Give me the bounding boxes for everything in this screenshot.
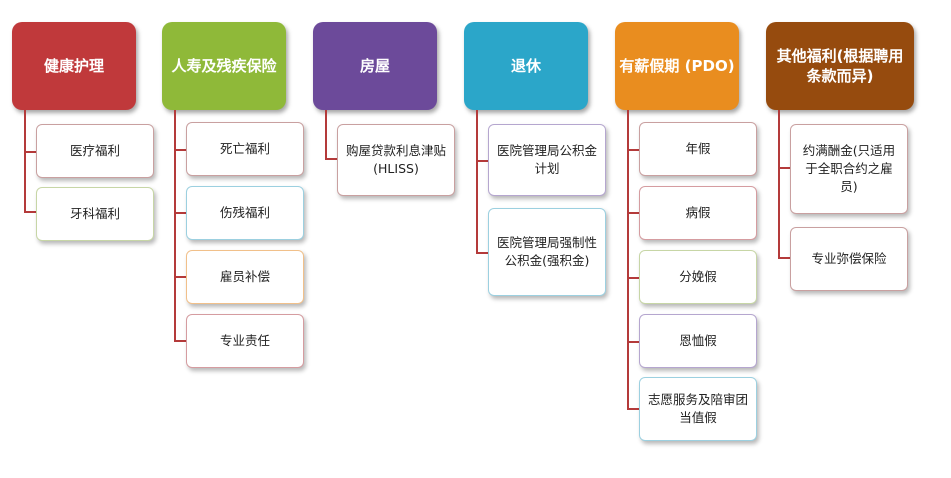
header-housing[interactable]: 房屋 (313, 22, 437, 110)
column-housing: 房屋 购屋贷款利息津贴 (HLISS) (313, 0, 463, 478)
item-ha-mpf-scheme[interactable]: 医院管理局强制性公积金(强积金) (488, 208, 606, 296)
header-label: 有薪假期 (PDO) (619, 57, 735, 75)
item-employee-compensation[interactable]: 雇员补偿 (186, 250, 304, 304)
item-death-benefits[interactable]: 死亡福利 (186, 122, 304, 176)
column-life-disability-insurance: 人寿及残疾保险 死亡福利 伤残福利 雇员补偿 专业责任 (162, 0, 312, 478)
connector-line (174, 110, 176, 342)
connector-branch (627, 277, 639, 279)
connector-branch (174, 212, 186, 214)
header-label: 其他福利(根据聘用条款而异) (776, 47, 904, 85)
item-professional-indemnity-insurance[interactable]: 专业弥偿保险 (790, 227, 908, 291)
item-dental-benefits[interactable]: 牙科福利 (36, 187, 154, 241)
connector-branch (24, 151, 36, 153)
connector-branch (627, 149, 639, 151)
connector-branch (778, 167, 790, 169)
header-label: 人寿及残疾保险 (171, 57, 277, 75)
connector-branch (174, 276, 186, 278)
item-maternity-leave[interactable]: 分娩假 (639, 250, 757, 304)
column-retirement: 退休 医院管理局公积金计划 医院管理局强制性公积金(强积金) (464, 0, 614, 478)
connector-branch (627, 341, 639, 343)
connector-line (778, 110, 780, 258)
column-paid-days-off: 有薪假期 (PDO) 年假 病假 分娩假 恩恤假 志愿服务及陪审团当值假 (615, 0, 765, 478)
header-paid-days-off[interactable]: 有薪假期 (PDO) (615, 22, 739, 110)
item-ha-provident-fund-scheme[interactable]: 医院管理局公积金计划 (488, 124, 606, 196)
connector-branch (174, 340, 186, 342)
connector-branch (476, 252, 488, 254)
item-volunteer-jury-leave[interactable]: 志愿服务及陪审团当值假 (639, 377, 757, 441)
item-home-loan-interest-subsidy[interactable]: 购屋贷款利息津贴 (HLISS) (337, 124, 455, 196)
connector-line (325, 110, 327, 160)
connector-branch (476, 160, 488, 162)
item-annual-leave[interactable]: 年假 (639, 122, 757, 176)
connector-branch (325, 158, 337, 160)
header-label: 房屋 (359, 57, 390, 75)
column-health-care: 健康护理 医疗福利 牙科福利 (12, 0, 162, 478)
connector-line (476, 110, 478, 254)
header-retirement[interactable]: 退休 (464, 22, 588, 110)
item-disability-benefits[interactable]: 伤残福利 (186, 186, 304, 240)
connector-branch (778, 257, 790, 259)
connector-line (24, 110, 26, 212)
header-other-benefits[interactable]: 其他福利(根据聘用条款而异) (766, 22, 914, 110)
header-label: 退休 (510, 57, 541, 75)
connector-branch (627, 408, 639, 410)
column-other-benefits: 其他福利(根据聘用条款而异) 约满酬金(只适用于全职合约之雇员) 专业弥偿保险 (766, 0, 916, 478)
item-sick-leave[interactable]: 病假 (639, 186, 757, 240)
connector-branch (24, 211, 36, 213)
item-medical-benefits[interactable]: 医疗福利 (36, 124, 154, 178)
item-gratuity[interactable]: 约满酬金(只适用于全职合约之雇员) (790, 124, 908, 214)
item-compassionate-leave[interactable]: 恩恤假 (639, 314, 757, 368)
connector-branch (174, 149, 186, 151)
connector-line (627, 110, 629, 409)
item-professional-liability[interactable]: 专业责任 (186, 314, 304, 368)
header-life-disability-insurance[interactable]: 人寿及残疾保险 (162, 22, 286, 110)
header-health-care[interactable]: 健康护理 (12, 22, 136, 110)
connector-branch (627, 212, 639, 214)
header-label: 健康护理 (43, 57, 104, 75)
